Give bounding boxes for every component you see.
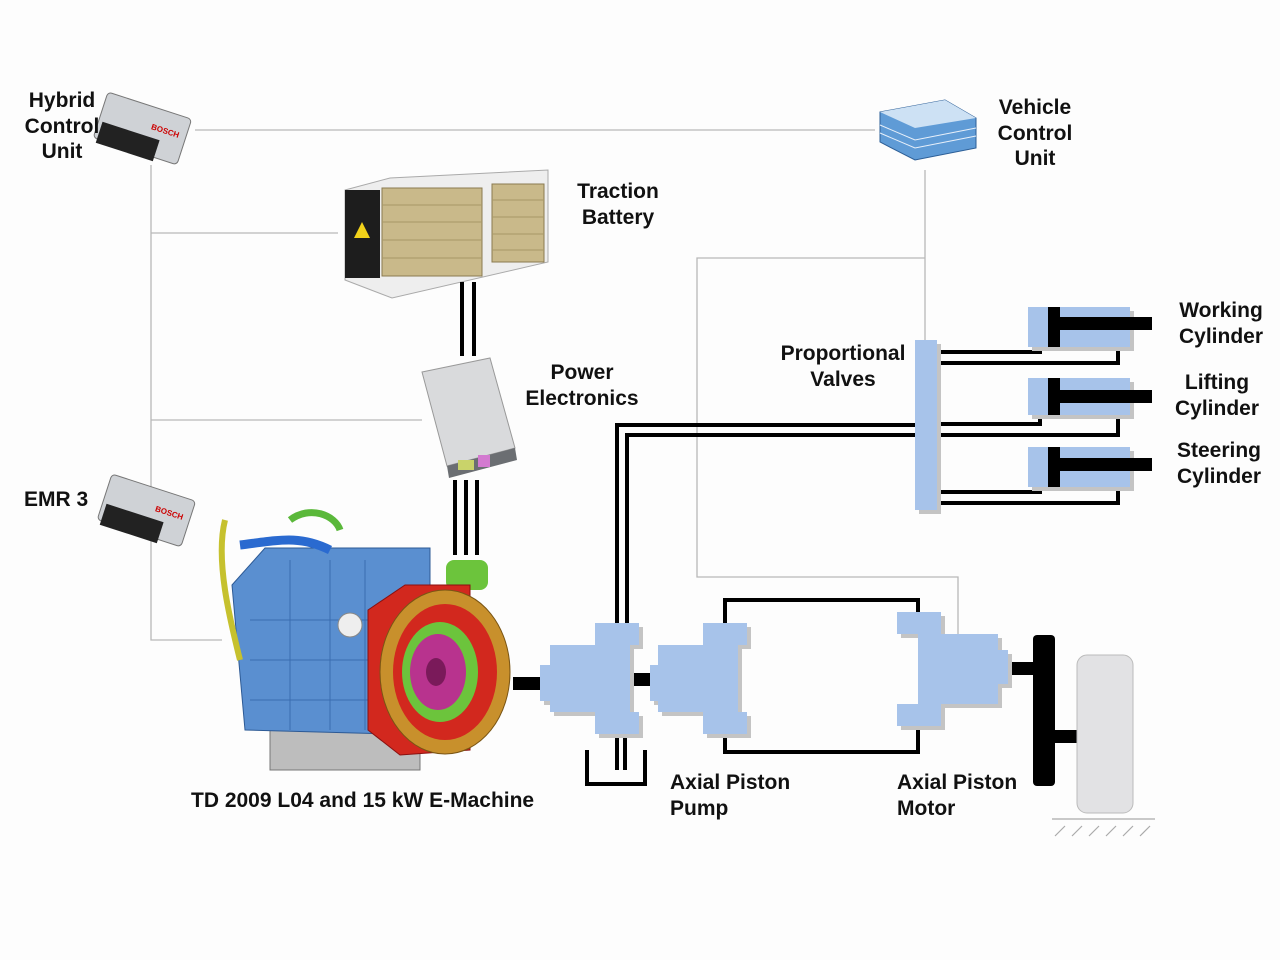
traction-battery-icon (344, 169, 549, 299)
label-line: Control (24, 114, 100, 138)
label-line: Traction (577, 180, 659, 203)
label-line: Power (550, 361, 614, 384)
proportional-valves-label: Proportional Valves (772, 341, 914, 392)
hybrid-control-unit-label: Hybrid Control Unit (14, 88, 110, 165)
axial-piston-pump-symbol (650, 623, 747, 734)
vehicle-control-unit-icon (879, 99, 977, 161)
drive-shafts (513, 635, 1078, 786)
label-line: Axial Piston (670, 771, 791, 794)
label-line: Hybrid (28, 89, 96, 112)
label-line: Control (997, 121, 1073, 145)
label-line: Cylinder (1176, 464, 1262, 488)
label-line: Cylinder (1178, 324, 1264, 348)
steering-cylinder-label: Steering Cylinder (1168, 438, 1270, 489)
engine-emachine-icon (218, 509, 511, 771)
signal-lines (150, 129, 959, 641)
label-line: Proportional (780, 342, 906, 365)
pe-engine-cables (453, 480, 479, 555)
battery-power-cables (460, 282, 476, 356)
label-line: Steering (1176, 439, 1262, 462)
wheel-icon (1076, 654, 1134, 814)
label-line: Pump (670, 796, 729, 820)
label-line: Motor (897, 796, 956, 820)
cylinder-pistons (1048, 307, 1152, 487)
proportional-valve-block (915, 340, 937, 510)
vehicle-control-unit-label: Vehicle Control Unit (988, 95, 1082, 172)
label-line: Valves (810, 367, 876, 391)
traction-battery-label: Traction Battery (566, 179, 670, 230)
label-line: Cylinder (1174, 396, 1260, 420)
axial-piston-pump-label: Axial Piston Pump (670, 770, 790, 821)
charge-pump-symbol (540, 623, 639, 734)
emr3-ecu-icon: BOSCH (97, 474, 196, 547)
power-electronics-label: Power Electronics (516, 360, 648, 411)
lifting-cylinder-label: Lifting Cylinder (1166, 370, 1268, 421)
hydraulic-lines (585, 347, 1120, 786)
label-line: Battery (581, 205, 655, 229)
label-line: Unit (41, 140, 83, 163)
engine-label: TD 2009 L04 and 15 kW E-Machine (191, 789, 535, 812)
axial-piston-motor-label: Axial Piston Motor (897, 770, 1017, 821)
label-line: Electronics (525, 386, 639, 410)
label-line: Unit (1014, 147, 1056, 170)
label-line: Vehicle (998, 96, 1072, 119)
axial-piston-motor-symbol (897, 612, 1008, 726)
power-electronics-icon (421, 357, 517, 478)
ground-symbol (1052, 818, 1155, 837)
emr3-label: EMR 3 (24, 488, 89, 511)
label-line: Working (1179, 299, 1263, 322)
working-cylinder-label: Working Cylinder (1170, 298, 1272, 349)
label-line: Axial Piston (897, 771, 1018, 794)
hybrid-control-unit-icon: BOSCH (93, 92, 192, 165)
label-line: Lifting (1184, 371, 1250, 394)
